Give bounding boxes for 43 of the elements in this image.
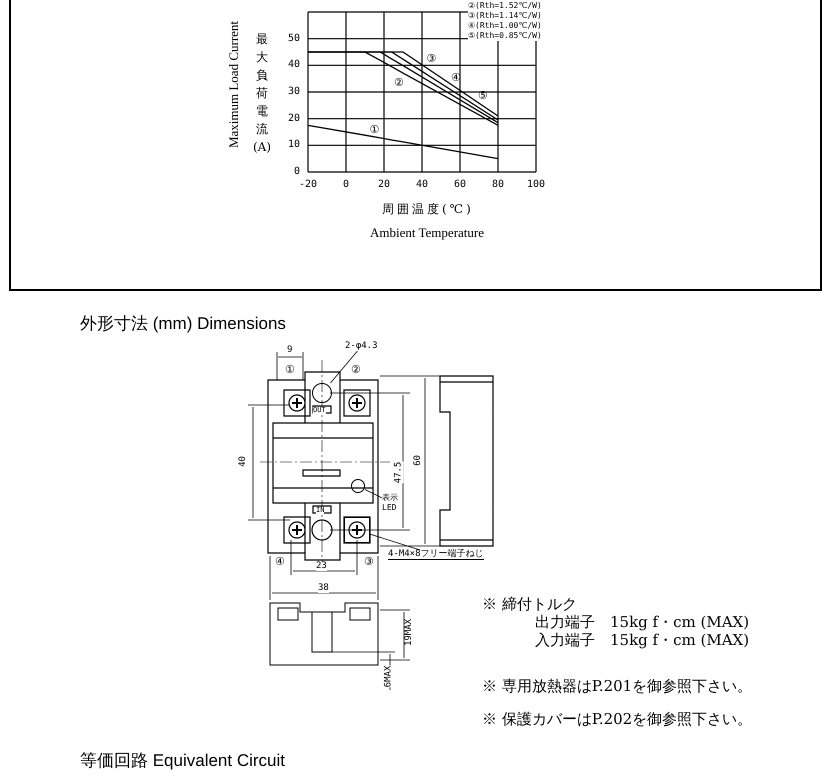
dimension-value: 38: [318, 584, 329, 593]
terminal-number: ①: [285, 365, 295, 376]
tick-label: 30: [286, 87, 300, 97]
tick-label: 40: [286, 60, 300, 70]
curve-label: ③: [426, 54, 436, 65]
note-text: 入力端子 15kg f・cm (MAX): [535, 633, 750, 648]
dimension-value: 60: [414, 455, 423, 466]
axis-title: 最大負荷電流(A): [252, 31, 272, 156]
tick-label: 0: [292, 167, 300, 177]
terminal-number: ②: [351, 365, 361, 376]
terminal-number: ③: [364, 557, 374, 568]
note-text: ※ 保護カバーはP.202を御参照下さい。: [482, 712, 752, 727]
section-heading: 外形寸法 (mm) Dimensions: [80, 315, 286, 332]
note-text: ※ 締付トルク: [482, 597, 577, 612]
legend-entry: ④(Rth=1.00℃/W): [468, 21, 542, 31]
tick-label: 20: [286, 114, 300, 124]
tick-label: 50: [286, 34, 300, 44]
tick-label: 0: [342, 180, 350, 190]
tick-label: 80: [490, 180, 506, 190]
tick-label: 20: [376, 180, 392, 190]
curve-label: ①: [370, 124, 380, 136]
dimension-value: 47.5: [394, 462, 404, 484]
terminal-number: ④: [275, 557, 285, 568]
dimension-value: 9: [287, 346, 292, 355]
dimension-value: 6MAX: [384, 666, 394, 688]
tick-label: 10: [286, 140, 300, 150]
axis-title: 周囲温度(℃): [382, 203, 474, 215]
curve-label: ②: [394, 78, 404, 89]
legend-entry: ③(Rth=1.14℃/W): [468, 11, 542, 21]
dimension-value: 19MAX: [405, 618, 414, 646]
note-text: ※ 専用放熱器はP.201を御参照下さい。: [482, 679, 752, 694]
dimension-value: 23: [316, 562, 327, 571]
section-heading: 等価回路 Equivalent Circuit: [80, 752, 286, 769]
tick-label: 60: [452, 180, 468, 190]
legend-entry: ②(Rth=1.52℃/W): [468, 1, 542, 11]
legend-entry: ⑤(Rth=0.85℃/W): [468, 31, 542, 41]
dimension-value: 40: [238, 456, 248, 467]
note-text: 出力端子 15kg f・cm (MAX): [535, 615, 750, 630]
tick-label: 40: [414, 180, 430, 190]
tick-label: -20: [298, 180, 318, 190]
tick-label: 100: [526, 180, 546, 190]
axis-title: Maximum Load Current: [227, 20, 240, 148]
axis-title: Ambient Temperature: [370, 226, 484, 239]
